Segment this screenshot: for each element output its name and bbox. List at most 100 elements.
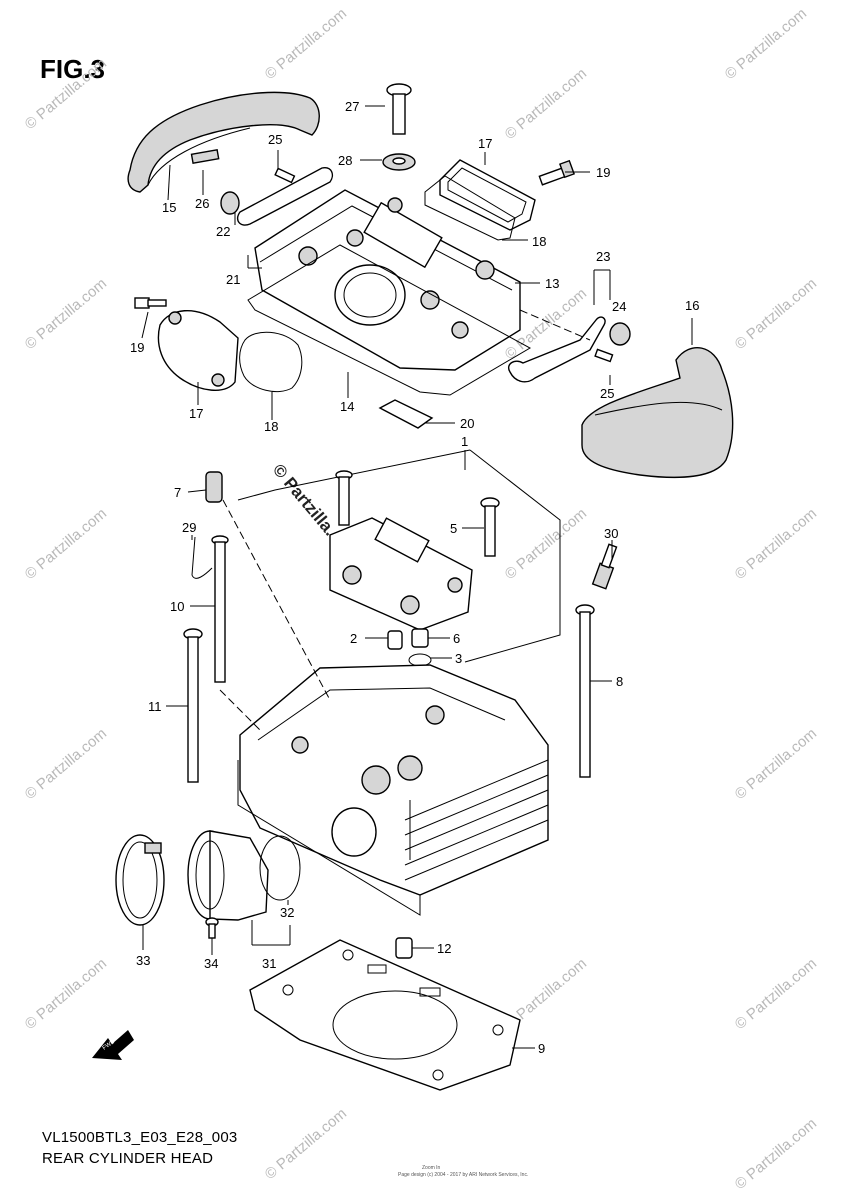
callout-15: 15 bbox=[162, 200, 176, 215]
watermark: © Partzilla.com bbox=[732, 955, 820, 1033]
part-13-head-cover bbox=[254, 189, 521, 371]
part-2-dowel bbox=[387, 630, 403, 650]
watermark: © Partzilla.com bbox=[22, 725, 110, 803]
callout-18-top: 18 bbox=[532, 234, 546, 249]
figure-title: FIG.3 bbox=[40, 54, 106, 84]
part-5-bolt bbox=[480, 497, 500, 557]
callout-13: 13 bbox=[545, 276, 559, 291]
callout-20: 20 bbox=[460, 416, 474, 431]
callout-1: 1 bbox=[461, 434, 468, 449]
watermark: © Partzilla.com bbox=[22, 505, 110, 583]
diagram-caption: REAR CYLINDER HEAD bbox=[42, 1150, 214, 1167]
part-23-bracket bbox=[508, 316, 606, 383]
part-25-bolt-right bbox=[594, 348, 614, 363]
part-16-cover-right bbox=[581, 347, 734, 479]
callout-2: 2 bbox=[350, 631, 357, 646]
callout-25-left: 25 bbox=[268, 132, 282, 147]
callout-18-left: 18 bbox=[264, 419, 278, 434]
diagram-code: VL1500BTL3_E03_E28_003 bbox=[42, 1129, 238, 1146]
part-21-plate bbox=[236, 167, 334, 226]
part-33-clamp bbox=[115, 834, 165, 926]
part-15-cover bbox=[127, 91, 320, 193]
callout-17-left: 17 bbox=[189, 406, 203, 421]
part-30-spark-plug bbox=[591, 543, 618, 590]
callout-23: 23 bbox=[596, 249, 610, 264]
callout-22: 22 bbox=[216, 224, 230, 239]
watermark: © Partzilla.com bbox=[262, 1105, 350, 1183]
part-3-oring bbox=[408, 653, 432, 667]
part-17-cover-left bbox=[157, 309, 239, 391]
callout-26: 26 bbox=[195, 196, 209, 211]
part-18-gasket-left bbox=[239, 331, 303, 392]
watermark: © Partzilla.com bbox=[722, 5, 810, 83]
callout-30: 30 bbox=[604, 526, 618, 541]
callout-9: 9 bbox=[538, 1041, 545, 1056]
callout-8: 8 bbox=[616, 674, 623, 689]
leader-lines bbox=[141, 105, 693, 1049]
callout-25-right: 25 bbox=[600, 386, 614, 401]
part-7-stud bbox=[205, 471, 223, 503]
watermark: © Partzilla.com bbox=[732, 505, 820, 583]
part-19-bolt-left bbox=[134, 297, 167, 309]
callout-24: 24 bbox=[612, 299, 626, 314]
callout-12: 12 bbox=[437, 941, 451, 956]
callout-6: 6 bbox=[453, 631, 460, 646]
cylinder-head-main bbox=[239, 664, 549, 896]
part-18-gasket-top bbox=[424, 175, 516, 241]
part-31-intake bbox=[187, 830, 269, 921]
part-6-collar bbox=[411, 628, 429, 648]
part-12-dowel bbox=[395, 937, 413, 959]
callout-14: 14 bbox=[340, 399, 354, 414]
assembly-outline bbox=[237, 449, 561, 663]
part-27-bolt bbox=[386, 83, 412, 135]
callout-19-left: 19 bbox=[130, 340, 144, 355]
watermark: © Partzilla.com bbox=[502, 505, 590, 583]
callout-34: 34 bbox=[204, 956, 218, 971]
watermark: © Partzilla.com bbox=[22, 275, 110, 353]
callout-5: 5 bbox=[450, 521, 457, 536]
watermark: © Partzilla.com bbox=[732, 725, 820, 803]
watermark: © Partzilla.com bbox=[732, 1115, 820, 1193]
part-28-washer bbox=[382, 153, 416, 171]
part-11-bolt bbox=[183, 628, 203, 783]
part-24-collar bbox=[609, 322, 631, 346]
callout-11: 11 bbox=[148, 699, 162, 714]
callout-19-top: 19 bbox=[596, 165, 610, 180]
part-34-bolt bbox=[205, 917, 219, 939]
part-32-oring bbox=[259, 835, 301, 901]
callout-labels: 27 28 17 19 18 13 23 24 25 16 15 26 25 2… bbox=[130, 99, 699, 1056]
callout-32: 32 bbox=[280, 905, 294, 920]
callout-10: 10 bbox=[170, 599, 184, 614]
dash-lines bbox=[219, 309, 591, 731]
part-1-assembly bbox=[329, 517, 473, 631]
part-10-bolt bbox=[211, 535, 229, 683]
callout-27: 27 bbox=[345, 99, 359, 114]
part-25-bolt-left bbox=[274, 167, 296, 184]
callout-33: 33 bbox=[136, 953, 150, 968]
callout-3: 3 bbox=[455, 651, 462, 666]
part-20-gasket bbox=[378, 399, 434, 429]
callout-21: 21 bbox=[226, 272, 240, 287]
part-29-clip bbox=[191, 536, 213, 579]
part-8-bolt bbox=[575, 604, 595, 778]
watermark: © Partzilla.com bbox=[22, 55, 110, 133]
copyright-note: Page design (c) 2004 - 2017 by ARI Netwo… bbox=[398, 1172, 529, 1178]
watermark: © Partzilla.com bbox=[502, 65, 590, 143]
part-26 bbox=[190, 148, 220, 164]
watermark: © Partzilla.com bbox=[22, 955, 110, 1033]
part-22-collar bbox=[220, 191, 240, 215]
watermark: © Partzilla.com bbox=[262, 5, 350, 83]
part-14-gasket bbox=[247, 244, 532, 396]
callout-31: 31 bbox=[262, 956, 276, 971]
head-outline bbox=[237, 760, 421, 916]
callout-29: 29 bbox=[182, 520, 196, 535]
part-19-bolt-top bbox=[538, 159, 575, 186]
bolt-shaft bbox=[338, 476, 350, 526]
callout-17-top: 17 bbox=[478, 136, 492, 151]
part-17-cover-top bbox=[439, 159, 536, 231]
part-9-head-gasket bbox=[249, 939, 521, 1091]
fwd-arrow-icon: FWD bbox=[92, 1030, 134, 1060]
callout-16: 16 bbox=[685, 298, 699, 313]
watermark: © Partzilla.com bbox=[732, 275, 820, 353]
